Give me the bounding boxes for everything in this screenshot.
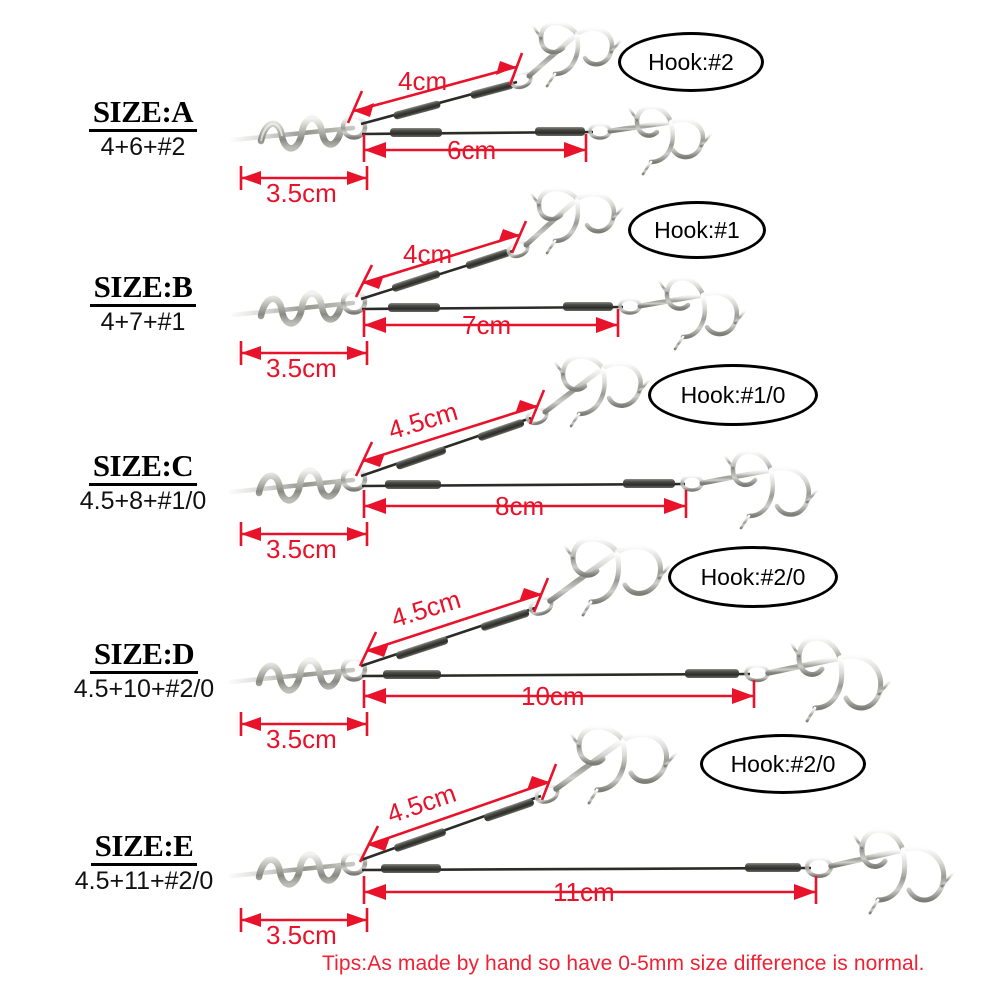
size-title: SIZE:D xyxy=(89,638,199,674)
crimp-sleeve xyxy=(535,127,585,136)
screw-dimension-label: 3.5cm xyxy=(266,534,337,564)
size-spec: 4.5+8+#1/0 xyxy=(79,486,207,515)
hook-size-label: Hook:#2/0 xyxy=(730,750,836,777)
table-row: SIZE:D 4.5+10+#2/0 xyxy=(0,536,1000,752)
crimp-sleeve xyxy=(685,669,739,678)
size-spec: 4.5+11+#2/0 xyxy=(74,866,214,895)
split-ring-icon xyxy=(340,850,368,876)
crimp-sleeve xyxy=(381,864,441,873)
treble-hook-icon xyxy=(618,276,747,351)
crimp-sleeve xyxy=(395,636,449,660)
split-ring-icon xyxy=(340,289,368,315)
size-spec: 4+7+#1 xyxy=(100,307,186,336)
crimp-sleeve xyxy=(563,302,613,311)
crimp-sleeve xyxy=(390,128,442,137)
rig-illustration xyxy=(230,21,713,176)
table-row: SIZE:E 4.5+11+#2/0 xyxy=(0,724,1000,950)
crimp-sleeve xyxy=(465,248,511,270)
bait-screw-icon xyxy=(228,851,356,888)
crimp-sleeve xyxy=(484,798,534,822)
hook-size-label: Hook:#2 xyxy=(648,48,734,75)
upper-dimension xyxy=(358,577,550,667)
lower-dimension xyxy=(362,309,620,337)
treble-hook-icon xyxy=(509,21,623,90)
size-title: SIZE:C xyxy=(88,450,198,486)
tips-note: Tips:As made by hand so have 0-5mm size … xyxy=(322,952,925,975)
lower-dimension xyxy=(362,134,588,162)
hook-size-label: Hook:#1 xyxy=(654,216,740,243)
lower-dimension xyxy=(362,876,818,904)
screw-dimension xyxy=(239,712,369,736)
treble-hook-icon xyxy=(528,536,672,617)
split-ring-icon xyxy=(340,114,368,140)
upper-dimension xyxy=(354,220,528,298)
split-ring-icon xyxy=(340,656,368,682)
lower-dimension xyxy=(362,490,688,518)
lower-dimension xyxy=(362,680,756,708)
hook-size-callout: Hook:#1/0 xyxy=(648,364,818,426)
size-title: SIZE:A xyxy=(88,96,198,132)
treble-hook-icon xyxy=(828,827,955,915)
screw-dimension xyxy=(239,522,369,546)
screw-dimension xyxy=(239,166,369,190)
upper-dimension xyxy=(354,389,546,477)
crimp-sleeve xyxy=(396,446,446,470)
split-ring-icon xyxy=(340,466,368,492)
size-spec: 4+6+#2 xyxy=(100,132,186,161)
table-row: SIZE:C 4.5+8+#1/0 xyxy=(0,352,1000,562)
rig-illustration xyxy=(230,186,747,351)
upper-dimension-label: 4cm xyxy=(398,66,448,96)
hook-size-label: Hook:#1/0 xyxy=(680,381,786,408)
treble-hook-icon xyxy=(588,104,713,176)
hook-size-callout: Hook:#1 xyxy=(628,201,766,259)
treble-hook-icon xyxy=(744,635,892,723)
screw-dimension-label: 3.5cm xyxy=(266,353,337,383)
treble-hook-icon xyxy=(525,354,651,428)
hook-size-callout: Hook:#2/0 xyxy=(668,546,838,608)
crimp-sleeve xyxy=(393,100,441,120)
screw-dimension-label: 3.5cm xyxy=(266,920,337,950)
size-title: SIZE:E xyxy=(90,830,198,866)
crimp-sleeve xyxy=(388,303,440,312)
treble-hook-icon xyxy=(534,724,678,805)
upper-dimension xyxy=(346,52,524,124)
bait-screw-icon xyxy=(228,657,356,694)
screw-dimension xyxy=(239,341,369,365)
table-row: SIZE:A 4+6+#2 xyxy=(0,0,1000,206)
size-label-block: SIZE:A 4+6+#2 xyxy=(48,96,238,160)
hook-size-callout: Hook:#2 xyxy=(618,32,764,92)
crimp-sleeve xyxy=(383,670,441,679)
screw-dimension-label: 3.5cm xyxy=(266,724,337,754)
rig-illustration xyxy=(228,724,955,915)
upper-dimension xyxy=(358,763,558,863)
bait-screw-icon xyxy=(230,290,356,327)
size-title: SIZE:B xyxy=(89,271,197,307)
rig-illustration xyxy=(228,354,819,530)
size-label-block: SIZE:B 4+7+#1 xyxy=(48,271,238,335)
bait-screw-icon xyxy=(228,467,356,504)
crimp-sleeve xyxy=(623,479,675,488)
crimp-sleeve xyxy=(745,863,801,872)
table-row: SIZE:B 4+7+#1 xyxy=(0,175,1000,381)
size-label-block: SIZE:C 4.5+8+#1/0 xyxy=(38,450,248,514)
crimp-sleeve xyxy=(385,480,441,489)
size-spec: 4.5+10+#2/0 xyxy=(73,674,215,703)
hook-size-label: Hook:#2/0 xyxy=(700,563,806,590)
crimp-sleeve xyxy=(470,81,514,99)
rig-illustration xyxy=(228,536,892,723)
size-label-block: SIZE:D 4.5+10+#2/0 xyxy=(34,638,254,702)
size-label-block: SIZE:E 4.5+11+#2/0 xyxy=(34,830,254,894)
crimp-sleeve xyxy=(480,609,530,631)
crimp-sleeve xyxy=(391,270,441,292)
treble-hook-icon xyxy=(506,186,625,259)
screw-dimension xyxy=(239,908,369,932)
screw-dimension-label: 3.5cm xyxy=(266,178,337,208)
crimp-sleeve xyxy=(394,828,446,852)
treble-hook-icon xyxy=(680,449,819,530)
hook-size-callout: Hook:#2/0 xyxy=(700,734,866,794)
bait-screw-icon xyxy=(230,115,356,152)
crimp-sleeve xyxy=(477,419,525,441)
